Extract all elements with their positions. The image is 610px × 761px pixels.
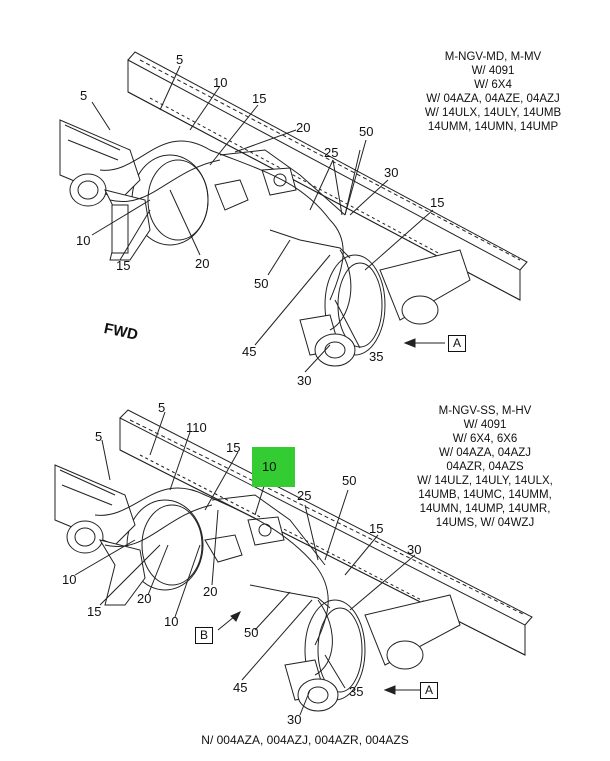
callout-label: 30	[287, 712, 302, 727]
callout-label: 15	[87, 604, 102, 619]
callout-label: 45	[242, 344, 257, 359]
callout-label: 10	[76, 233, 91, 248]
callout-label: 15	[430, 195, 445, 210]
highlighted-callout[interactable]: 10	[252, 447, 295, 487]
footer-note: N/ 004AZA, 004AZJ, 004AZR, 004AZS	[201, 733, 409, 747]
callout-label: 5	[158, 400, 166, 415]
callout-label: 5	[95, 429, 103, 444]
callout-label: 10	[213, 75, 228, 90]
note-line: W/ 6X4	[474, 79, 512, 91]
callout-label: 50	[342, 473, 357, 488]
callout-label: 30	[407, 542, 422, 557]
note-line: 14UMN, 14UMP, 14UMR,	[419, 503, 551, 515]
callout-label: 50	[244, 625, 259, 640]
callout-label: 20	[195, 256, 210, 271]
callout-label: 5	[176, 52, 184, 67]
callout-label: 25	[297, 488, 312, 503]
callout-label: 10	[62, 572, 77, 587]
note-line: W/ 14ULX, 14ULY, 14UMB	[424, 107, 562, 119]
note-line: W/ 04AZA, 04AZJ	[438, 447, 532, 459]
callout-label: 15	[226, 440, 241, 455]
callout-label: 10	[164, 614, 179, 629]
note-line: W/ 04AZA, 04AZE, 04AZJ	[426, 93, 560, 105]
callout-label: 25	[324, 145, 339, 160]
bottom-applicability-note: M-NGV-SS, M-HV W/ 4091 W/ 6X4, 6X6 W/ 04…	[395, 404, 575, 530]
callout-label: 30	[297, 373, 312, 388]
callout-label: 35	[369, 349, 384, 364]
callout-label: 20	[296, 120, 311, 135]
view-label-box: A	[420, 682, 438, 699]
view-label-box: A	[448, 335, 466, 352]
note-line: W/ 6X4, 6X6	[452, 433, 518, 445]
callout-label: 15	[116, 258, 131, 273]
callout-label: 30	[384, 165, 399, 180]
note-line: M-NGV-MD, M-MV	[444, 51, 542, 63]
note-line: W/ 14ULZ, 14ULY, 14ULX,	[417, 475, 553, 487]
callout-label: 45	[233, 680, 248, 695]
callout-label: 35	[349, 684, 364, 699]
callout-label: 50	[254, 276, 269, 291]
callout-label: 20	[203, 584, 218, 599]
note-line: 14UMM, 14UMN, 14UMP	[427, 121, 559, 133]
callout-label: 15	[369, 521, 384, 536]
note-line: M-NGV-SS, M-HV	[438, 405, 532, 417]
highlighted-callout-label: 10	[262, 459, 277, 474]
view-label-box: B	[195, 627, 213, 644]
note-line: 04AZR, 04AZS	[446, 461, 524, 473]
callout-label: 110	[186, 420, 207, 435]
note-line: 14UMS, W/ 04WZJ	[435, 517, 535, 529]
callout-label: 5	[80, 88, 88, 103]
callout-label: 15	[252, 91, 267, 106]
callout-label: 20	[137, 591, 152, 606]
note-line: W/ 4091	[463, 419, 507, 431]
top-applicability-note: M-NGV-MD, M-MV W/ 4091 W/ 6X4 W/ 04AZA, …	[408, 50, 578, 134]
note-line: 14UMB, 14UMC, 14UMM,	[418, 489, 552, 501]
note-line: W/ 4091	[471, 65, 515, 77]
callout-label: 50	[359, 124, 374, 139]
